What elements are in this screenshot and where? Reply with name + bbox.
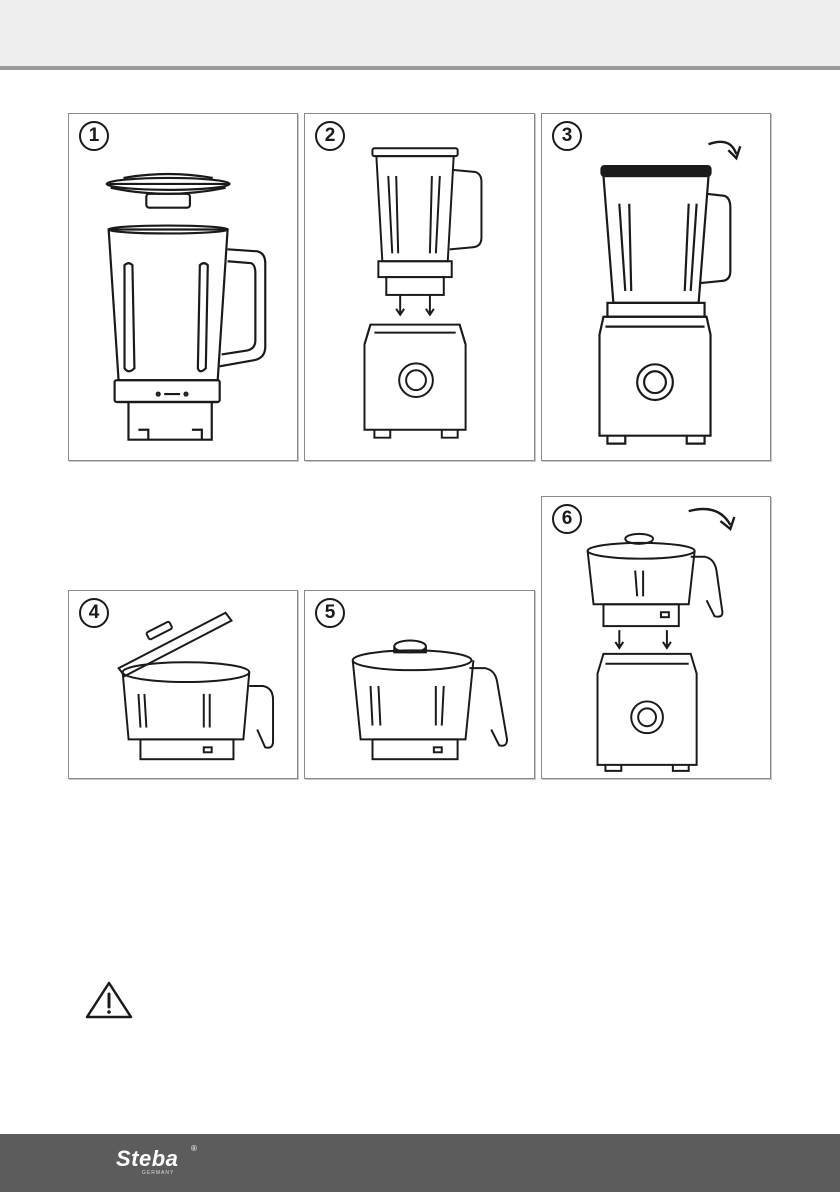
brand-tagline: GERMANY [142, 1170, 174, 1176]
step-panel-2: 2 [304, 113, 535, 461]
jug-above-motor-base-illustration [305, 114, 534, 460]
step-panel-5: 5 [304, 590, 535, 779]
blender-jug-with-lid-illustration [69, 114, 297, 460]
warning-triangle-icon [84, 980, 134, 1020]
chopper-bowl-closed-lid-illustration [305, 591, 534, 778]
brand-logo: Steba [116, 1146, 178, 1172]
brand-registered-mark: ® [191, 1144, 197, 1153]
chopper-bowl-open-lid-illustration [69, 591, 297, 778]
step-panel-4: 4 [68, 590, 298, 779]
step-panel-1: 1 [68, 113, 298, 461]
page-footer-band: Steba ® GERMANY [0, 1134, 840, 1192]
assembled-blender-illustration [542, 114, 770, 460]
step-panel-6: 6 [541, 496, 771, 779]
step-panel-3: 3 [541, 113, 771, 461]
page-header-band [0, 0, 840, 70]
chopper-bowl-above-base-illustration [542, 497, 770, 778]
